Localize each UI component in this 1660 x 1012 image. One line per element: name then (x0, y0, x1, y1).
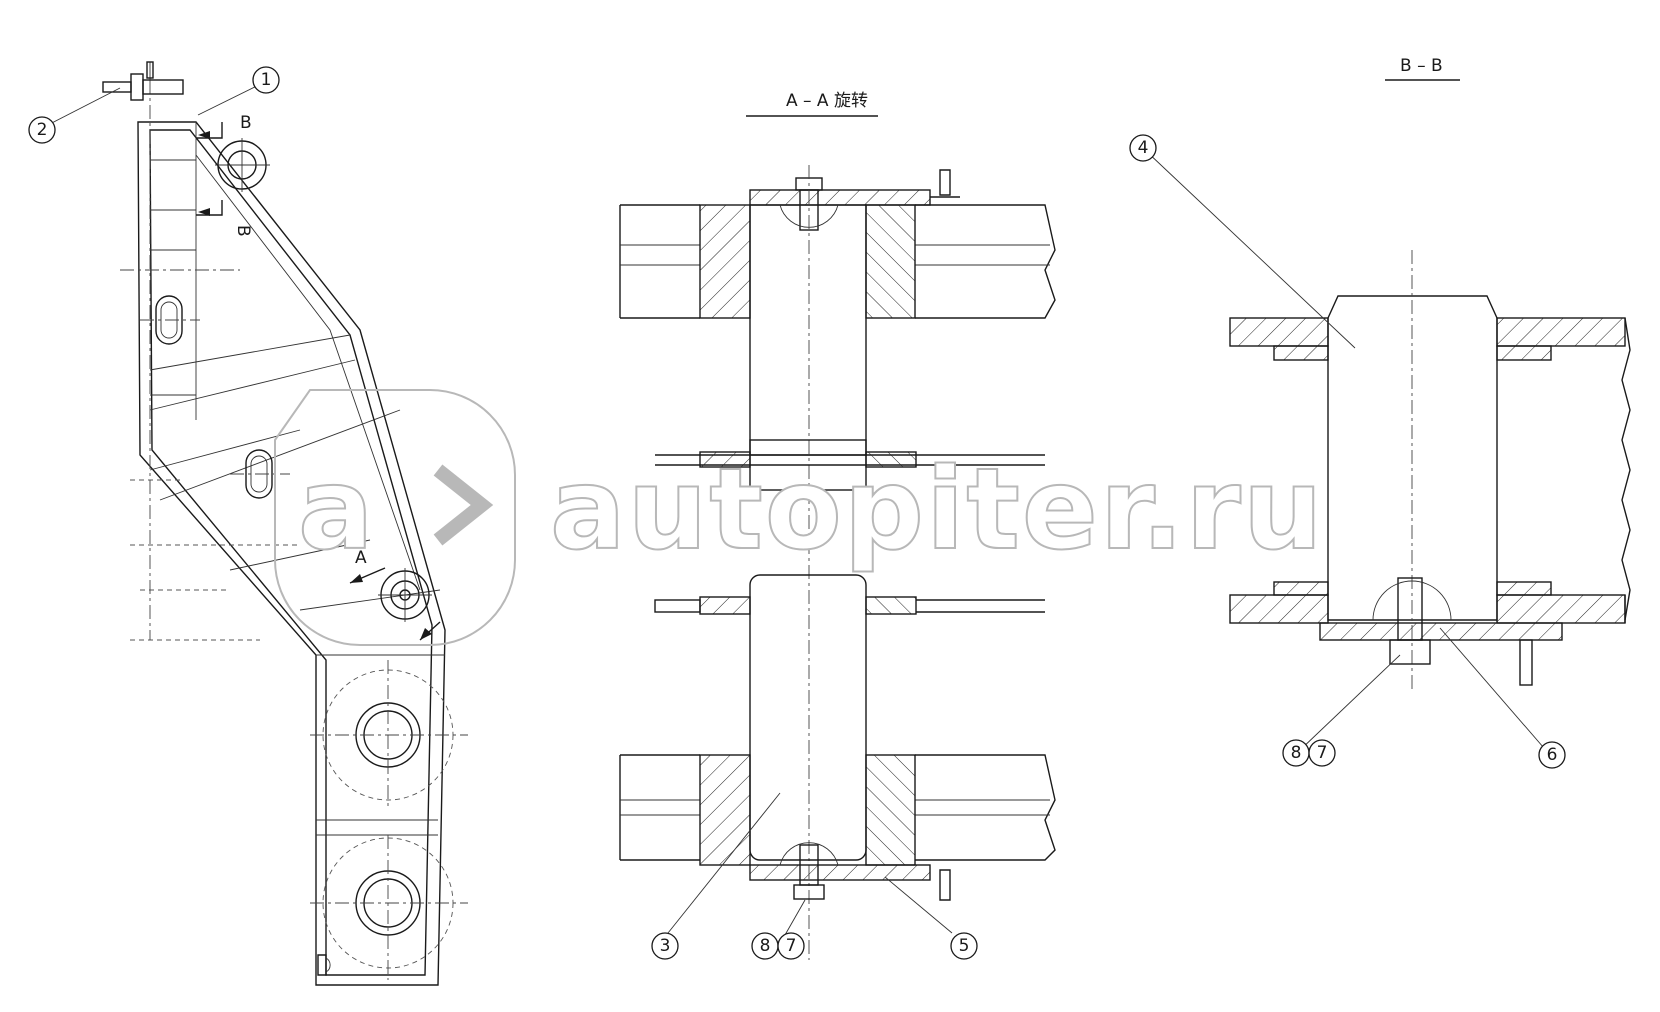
upper-bushing (310, 660, 468, 810)
watermark-logo: a (274, 389, 516, 646)
bracket-elevation-view: B B A (102, 61, 468, 986)
callout-4: 4 (1129, 134, 1157, 162)
top-bolt (102, 61, 184, 101)
callout-1: 1 (252, 66, 280, 94)
callout-8-7-section-bb: 8 7 (1282, 739, 1336, 767)
callout-3: 3 (651, 932, 679, 960)
svg-text:8: 8 (1291, 743, 1302, 763)
section-bb-title: B – B (1400, 56, 1443, 76)
section-aa-view: A – A 旋转 (619, 91, 1056, 960)
svg-text:a: a (298, 445, 376, 575)
section-marker-b-rotated: B (233, 225, 253, 237)
callout-6: 6 (1538, 741, 1566, 769)
watermark-text: autopiter.ru (550, 445, 1325, 575)
svg-text:6: 6 (1547, 745, 1558, 765)
section-bb-view: B – B (1144, 56, 1631, 756)
svg-text:5: 5 (959, 936, 970, 956)
section-marker-b: B (240, 113, 252, 133)
svg-text:7: 7 (1317, 743, 1328, 763)
lower-bushing (310, 835, 468, 980)
svg-text:4: 4 (1138, 138, 1149, 158)
watermark: a autopiter.ru (274, 389, 1325, 646)
svg-text:8: 8 (760, 936, 771, 956)
callout-5: 5 (950, 932, 978, 960)
section-marker-a: A (355, 548, 367, 568)
section-aa-title: A – A 旋转 (786, 91, 868, 111)
svg-text:3: 3 (660, 936, 671, 956)
callout-2: 2 (28, 116, 56, 144)
svg-text:7: 7 (786, 936, 797, 956)
callout-8-7-section-aa: 8 7 (751, 932, 805, 960)
svg-text:2: 2 (37, 120, 48, 140)
svg-text:1: 1 (261, 70, 272, 90)
